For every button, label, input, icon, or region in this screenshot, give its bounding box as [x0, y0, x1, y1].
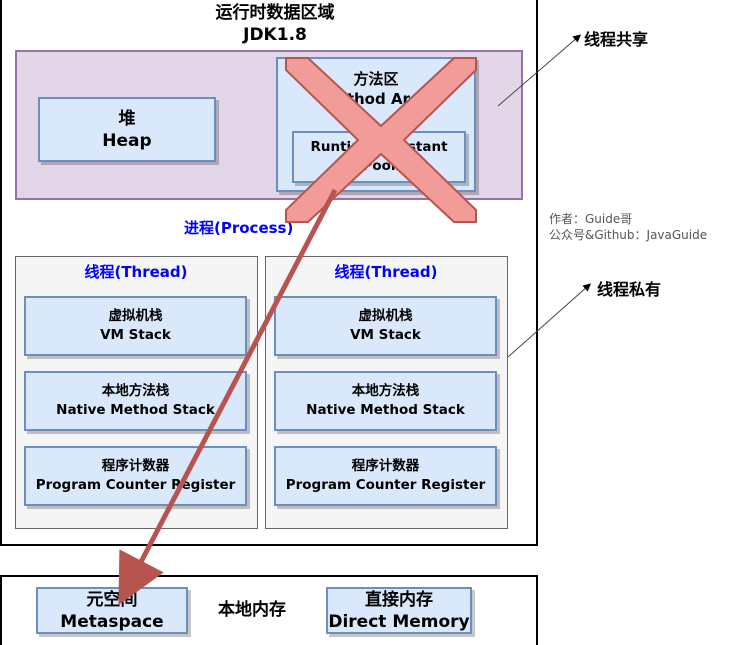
private-pointer-line: [507, 283, 591, 358]
runtime-data-area: [0, 0, 538, 546]
vm-stack-label-cn: 虚拟机栈: [108, 308, 163, 324]
direct-memory-box: 直接内存 Direct Memory: [326, 587, 472, 634]
author-line2: 公众号&Github：JavaGuide: [549, 228, 708, 242]
metaspace-label-en: Metaspace: [60, 611, 164, 632]
migration-arrow: [118, 188, 338, 606]
pc-label-cn: 程序计数器: [101, 458, 170, 474]
runtime-title-line2: JDK1.8: [243, 25, 307, 45]
thread-zone-2: 线程(Thread) 虚拟机栈 VM Stack 本地方法栈 Native Me…: [265, 256, 508, 529]
native-stack-label-en: Native Method Stack: [56, 402, 215, 418]
native-stack-label-cn: 本地方法栈: [351, 383, 420, 399]
runtime-title-line1: 运行时数据区域: [215, 3, 335, 23]
author-note: 作者：Guide哥 公众号&Github：JavaGuide: [549, 211, 707, 243]
native-stack-label-en: Native Method Stack: [306, 402, 465, 418]
process-label: 进程(Process): [184, 219, 294, 237]
native-memory-label: 本地内存: [218, 600, 286, 620]
native-method-stack-box: 本地方法栈 Native Method Stack: [274, 371, 497, 431]
thread-shared-label: 线程共享: [584, 30, 649, 49]
native-memory-area: [0, 575, 538, 645]
method-area-label-cn: 方法区: [353, 70, 399, 88]
vm-stack-box: 虚拟机栈 VM Stack: [24, 296, 247, 356]
pc-label-en: Program Counter Register: [285, 477, 486, 493]
heap-label-en: Heap: [102, 130, 152, 151]
thread-zone-1: 线程(Thread) 虚拟机栈 VM Stack 本地方法栈 Native Me…: [15, 256, 258, 529]
heap-box: 堆 Heap: [38, 97, 216, 162]
direct-memory-label-cn: 直接内存: [365, 589, 433, 610]
metaspace-box: 元空间 Metaspace: [36, 587, 188, 634]
direct-memory-label-en: Direct Memory: [328, 611, 470, 632]
program-counter-box: 程序计数器 Program Counter Register: [274, 446, 497, 506]
pc-label-cn: 程序计数器: [351, 458, 420, 474]
runtime-title: 运行时数据区域 JDK1.8: [150, 2, 400, 46]
thread-private-label: 线程私有: [597, 280, 662, 299]
native-method-stack-box: 本地方法栈 Native Method Stack: [24, 371, 247, 431]
author-line1: 作者：Guide哥: [549, 212, 633, 226]
native-stack-label-cn: 本地方法栈: [101, 383, 170, 399]
thread-label: 线程(Thread): [334, 263, 438, 281]
thread-label: 线程(Thread): [84, 263, 188, 281]
vm-stack-box: 虚拟机栈 VM Stack: [274, 296, 497, 356]
vm-stack-label-en: VM Stack: [100, 327, 171, 343]
shared-pointer-line: [497, 34, 582, 107]
vm-stack-label-cn: 虚拟机栈: [358, 308, 413, 324]
cross-mark-icon: [285, 57, 477, 223]
heap-label-cn: 堆: [118, 108, 136, 129]
vm-stack-label-en: VM Stack: [350, 327, 421, 343]
